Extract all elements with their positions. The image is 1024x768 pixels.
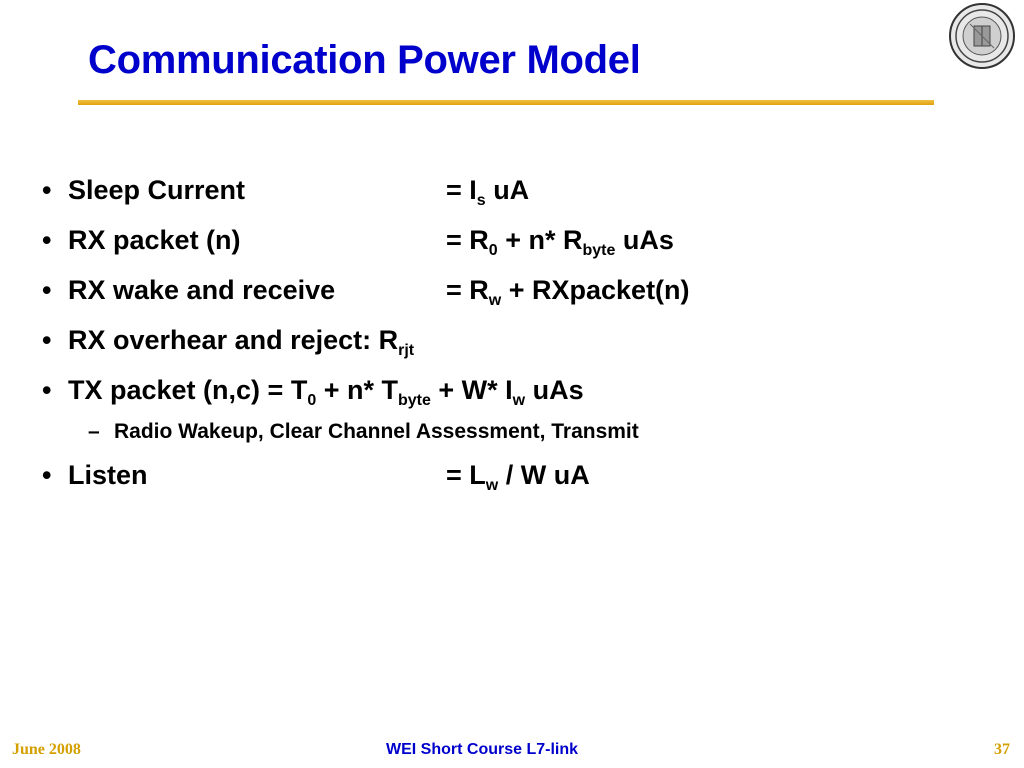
bullet-label: TX packet (n,c) = T [68, 375, 308, 405]
bullet-dot: • [42, 325, 52, 355]
value-subscript: w [488, 292, 502, 309]
value-subscript: rjt [398, 342, 415, 359]
sub-bullet-label: Radio Wakeup, Clear Channel Assessment, … [114, 420, 639, 443]
value-text: + RXpacket(n) [501, 275, 690, 305]
bullet-dot: • [42, 375, 52, 405]
bullet-label: RX wake and receive [68, 275, 336, 305]
footer-course: WEI Short Course L7-link [386, 741, 579, 758]
sub-bullet-dash: – [88, 420, 100, 443]
value-text: = L [446, 460, 486, 490]
bullet-dot: • [42, 275, 52, 305]
value-subscript: byte [397, 392, 431, 409]
slide-title: Communication Power Model [88, 38, 641, 82]
bullet-value: = Rw + RXpacket(n) [446, 275, 690, 309]
bullet-dot: • [42, 175, 52, 205]
value-subscript: w [512, 392, 526, 409]
value-text: uAs [525, 375, 584, 405]
value-text: + n* T [316, 375, 398, 405]
value-text: = I [446, 175, 477, 205]
value-text: uA [485, 175, 530, 205]
value-text: = R [446, 275, 489, 305]
value-subscript: w [485, 477, 499, 494]
bullet-value: = Lw / W uA [446, 460, 590, 494]
bullet-dot: • [42, 460, 52, 490]
value-text: / W uA [498, 460, 590, 490]
bullet-label: Sleep Current [68, 175, 246, 205]
value-text: uAs [615, 225, 674, 255]
footer-date: June 2008 [12, 741, 81, 758]
bullet-value: = Is uA [446, 175, 530, 209]
title-underline [78, 100, 934, 105]
bullet-text: TX packet (n,c) = T0 + n* Tbyte + W* Iw … [68, 375, 584, 409]
bullet-value: = R0 + n* Rbyte uAs [446, 225, 674, 259]
bullet-dot: • [42, 225, 52, 255]
bullet-label: RX packet (n) [68, 225, 241, 255]
bullet-label: RX overhear and reject: R [68, 325, 399, 355]
value-subscript: 0 [488, 242, 498, 259]
value-text: = R [446, 225, 489, 255]
value-subscript: s [476, 192, 486, 209]
value-text: + n* R [497, 225, 583, 255]
university-seal-icon [949, 3, 1015, 69]
bullet-label: Listen [68, 460, 148, 490]
value-subscript: byte [582, 242, 616, 259]
value-subscript: 0 [307, 392, 317, 409]
footer-page-number: 37 [994, 741, 1010, 758]
value-text: + W* I [430, 375, 513, 405]
bullet-text: RX overhear and reject: Rrjt [68, 325, 415, 359]
